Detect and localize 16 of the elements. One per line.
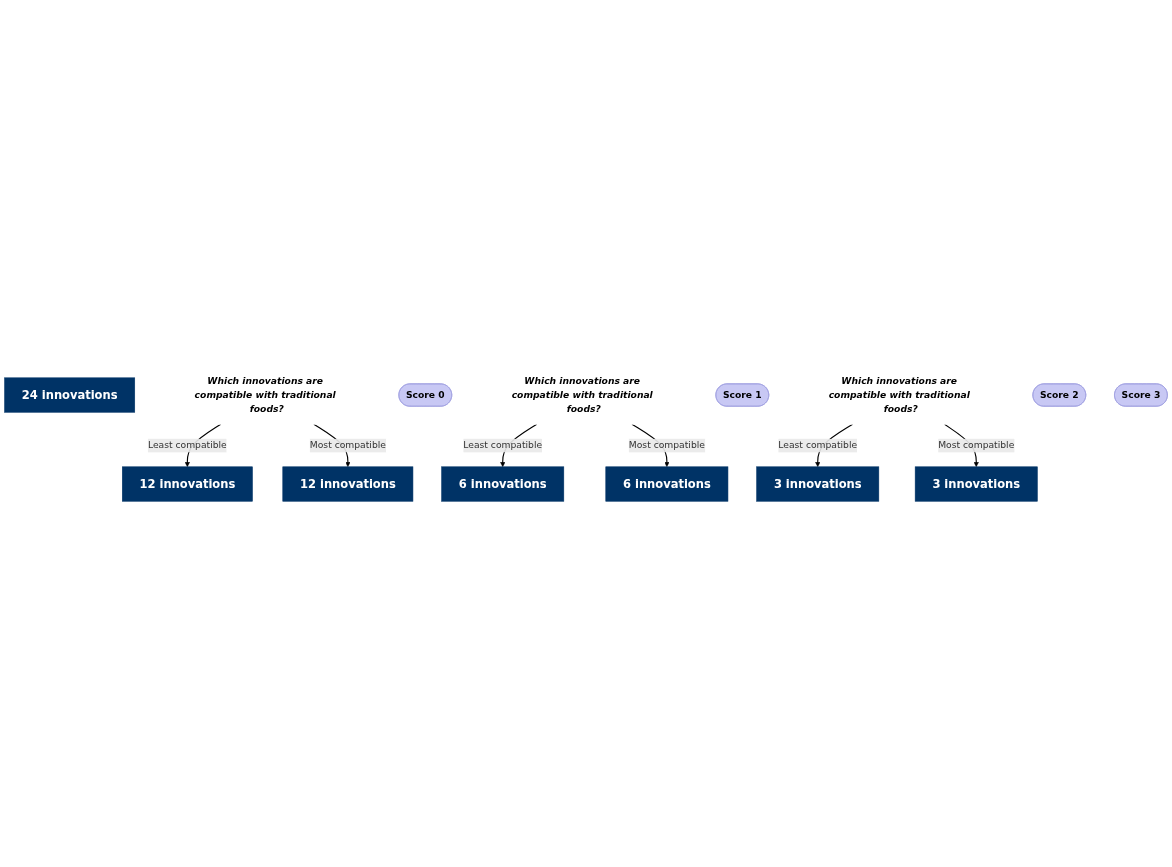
edge-label: Most compatible (938, 439, 1015, 451)
node-box: 24 innovations (4, 377, 136, 413)
edge-label: Least compatible (463, 439, 543, 451)
node-text: Which innovations are compatible with traditional foods? (828, 375, 970, 414)
node-box: 3 innovations (756, 466, 880, 502)
node-box: 12 innovations (282, 466, 414, 502)
edge-label: Most compatible (309, 439, 386, 451)
node-text: Which innovations are compatible with traditional foods? (194, 375, 336, 414)
node-box: 6 innovations (605, 466, 729, 502)
node-box: 12 innovations (122, 466, 253, 502)
node-box: 6 innovations (441, 466, 565, 502)
edge-label: Least compatible (147, 439, 227, 451)
edge-label: Most compatible (628, 439, 705, 451)
node-text: Which innovations are compatible with traditional foods? (511, 375, 653, 414)
node-box: 3 innovations (914, 466, 1038, 502)
edge-label: Least compatible (778, 439, 858, 451)
